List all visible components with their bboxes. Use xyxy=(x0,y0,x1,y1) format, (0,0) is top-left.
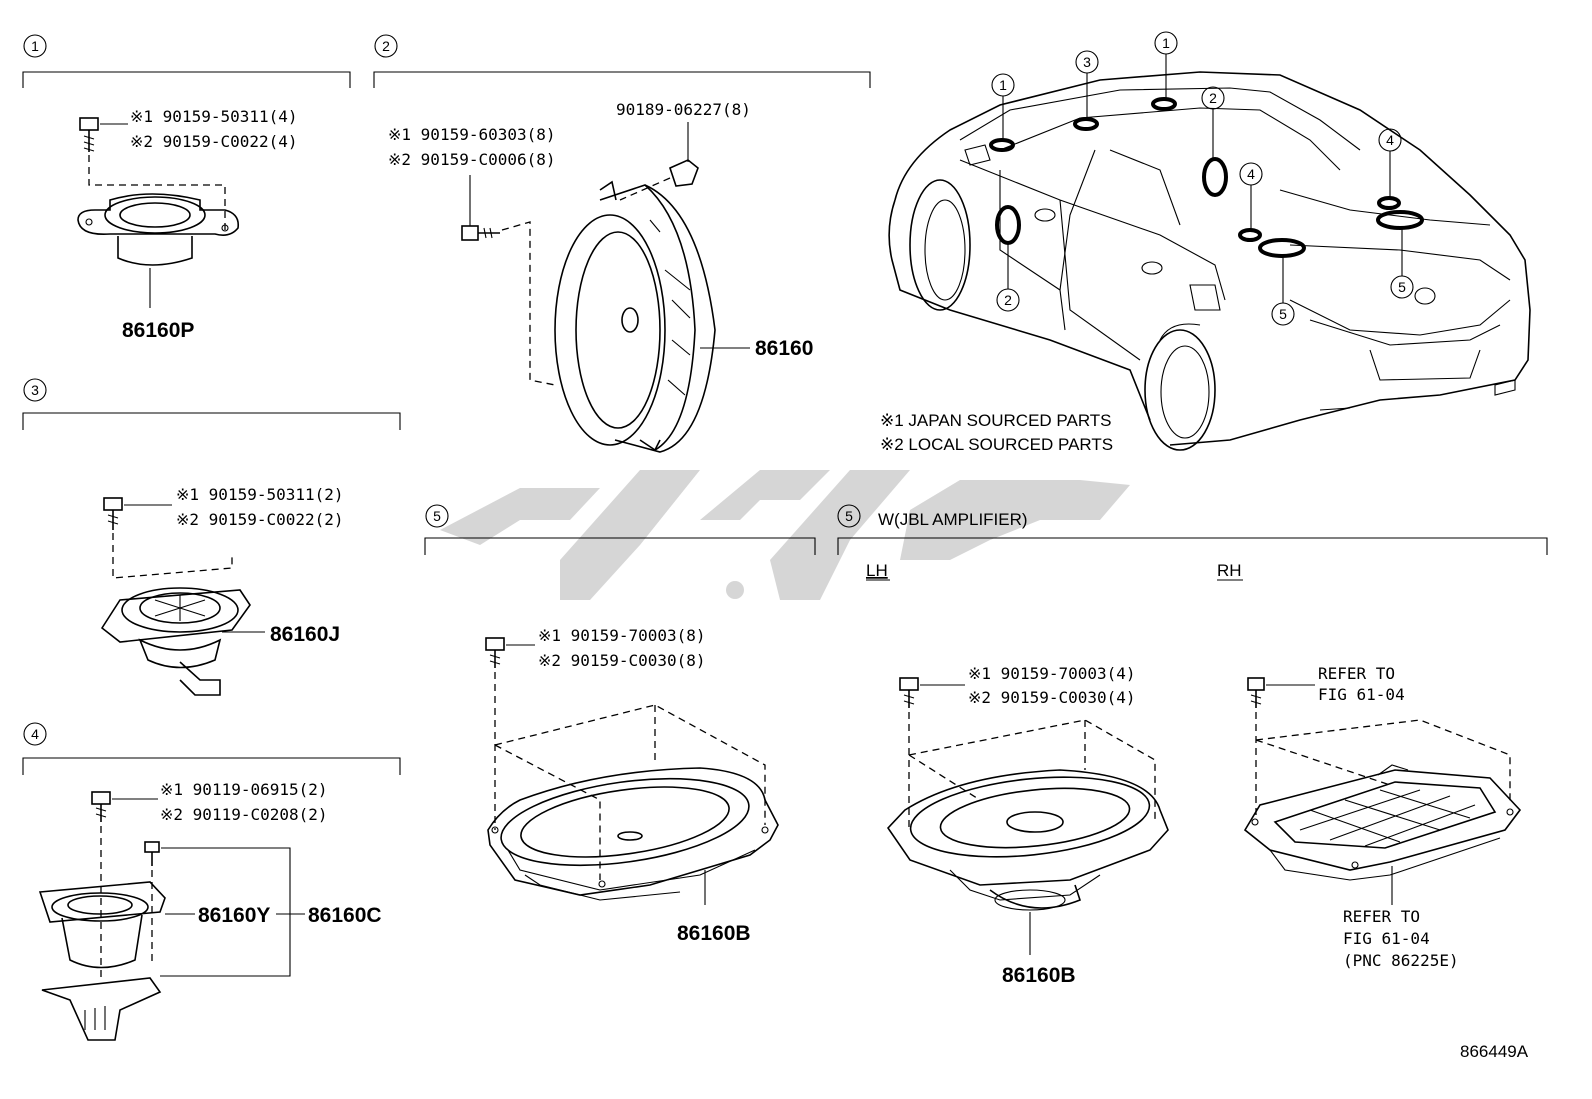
bolt-part-number-1: ※1 90159-70003(4) xyxy=(968,664,1136,683)
car-callout: 1 xyxy=(999,77,1007,93)
part-number-86160B: 86160B xyxy=(1002,964,1076,987)
speaker-position-center xyxy=(1073,117,1099,131)
section-5-number: 5 xyxy=(433,508,441,524)
section-1-bracket xyxy=(22,71,351,88)
part-number-86160: 86160 xyxy=(755,337,813,360)
speaker-position-rear-lh xyxy=(1258,238,1306,258)
part-number-86160J: 86160J xyxy=(270,623,340,646)
section-5-jbl-bracket xyxy=(837,537,1548,555)
note-local-sourced: ※2 LOCAL SOURCED PARTS xyxy=(880,435,1113,454)
section-3-callout xyxy=(23,378,47,402)
section-3: 3 ※1 90159-50311(2) ※2 90159-C0022(2) 86… xyxy=(22,378,401,696)
bolt-icon xyxy=(103,497,123,530)
car-callout: 4 xyxy=(1247,166,1255,182)
section-5-bracket xyxy=(424,537,816,555)
section-5-jbl-number: 5 xyxy=(845,508,853,524)
speaker-position-tweeter-rh xyxy=(1151,97,1177,111)
bolt-part-number-1: ※1 90159-50311(4) xyxy=(130,107,298,126)
bolt-icon xyxy=(144,841,160,866)
section-2-callout xyxy=(374,34,398,58)
section-2-bracket xyxy=(373,71,871,88)
speaker-position-rear-rh xyxy=(1376,210,1424,230)
bolt-part-number-2: ※2 90159-C0030(8) xyxy=(538,651,706,670)
car-callout: 3 xyxy=(1083,54,1091,70)
refer-fig-label: FIG 61-04 xyxy=(1343,929,1430,948)
rear-speaker-icon xyxy=(487,767,779,901)
part-number-86160P: 86160P xyxy=(122,319,194,342)
clip-part-number: 90189-06227(8) xyxy=(616,100,751,119)
speaker-position-door-rh xyxy=(1202,157,1228,197)
car-callout: 5 xyxy=(1279,306,1287,322)
bolt-icon xyxy=(461,225,500,241)
car-illustration: 1 3 1 2 4 4 2 5 5 xyxy=(888,31,1531,451)
section-4-number: 4 xyxy=(31,726,39,742)
jbl-rh-subwoofer-bracket-icon xyxy=(1243,764,1522,881)
refer-to-label: REFER TO xyxy=(1343,907,1420,926)
section-4: 4 ※1 90119-06915(2) ※2 90119-C0208(2) 86… xyxy=(22,722,401,1041)
speaker-position-rear-tweeter-rh xyxy=(1377,196,1401,210)
section-1-number: 1 xyxy=(31,38,39,54)
refer-pnc-label: (PNC 86225E) xyxy=(1343,951,1459,970)
section-1-callout xyxy=(23,34,47,58)
car-callout: 1 xyxy=(1162,35,1170,51)
bolt-icon xyxy=(485,637,505,668)
tweeter-speaker-icon xyxy=(77,193,240,266)
bolt-part-number-2: ※2 90119-C0208(2) xyxy=(160,805,328,824)
tweeter-speaker-icon xyxy=(100,587,251,696)
note-japan-sourced: ※1 JAPAN SOURCED PARTS xyxy=(880,411,1112,430)
bolt-part-number-1: ※1 90159-50311(2) xyxy=(176,485,344,504)
car-callout: 2 xyxy=(1209,90,1217,106)
section-2-number: 2 xyxy=(382,38,390,54)
speaker-position-tweeter-front xyxy=(989,138,1015,152)
figure-id: 866449A xyxy=(1460,1042,1529,1061)
bolt-part-number-1: ※1 90119-06915(2) xyxy=(160,780,328,799)
section-2: 2 ※1 90159-60303(8) ※2 90159-C0006(8) 90… xyxy=(373,34,871,453)
bolt-part-number-2: ※2 90159-C0006(8) xyxy=(388,150,556,169)
car-callout: 4 xyxy=(1386,132,1394,148)
part-number-86160C: 86160C xyxy=(308,904,382,927)
bolt-icon xyxy=(91,791,111,822)
section-1: 1 ※1 90159-50311(4) ※2 90159-C0022(4) 86… xyxy=(22,34,351,342)
bolt-part-number-2: ※2 90159-C0022(2) xyxy=(176,510,344,529)
tweeter-speaker-icon xyxy=(38,881,166,1041)
section-3-bracket xyxy=(22,412,401,430)
bolt-part-number-1: ※1 90159-70003(8) xyxy=(538,626,706,645)
part-number-86160B: 86160B xyxy=(677,922,751,945)
part-number-86160Y: 86160Y xyxy=(198,904,270,927)
jbl-lh-speaker-icon xyxy=(886,769,1169,911)
bolt-part-number-2: ※2 90159-C0030(4) xyxy=(968,688,1136,707)
bolt-icon xyxy=(899,677,919,708)
bolt-part-number-1: ※1 90159-60303(8) xyxy=(388,125,556,144)
lh-label: LH xyxy=(866,561,888,580)
bolt-icon xyxy=(79,117,99,152)
watermark-logo xyxy=(440,470,1130,600)
clip-icon xyxy=(669,159,699,187)
section-4-callout xyxy=(23,722,47,746)
section-4-bracket xyxy=(22,757,401,775)
bolt-part-number-2: ※2 90159-C0022(4) xyxy=(130,132,298,151)
rh-label: RH xyxy=(1217,561,1242,580)
section-5-jbl-title: W(JBL AMPLIFIER) xyxy=(878,510,1028,529)
car-callout: 5 xyxy=(1398,279,1406,295)
section-5-jbl: 5 W(JBL AMPLIFIER) LH RH ※1 90159-70003(… xyxy=(837,504,1548,987)
section-3-number: 3 xyxy=(31,382,39,398)
section-5-standard: 5 ※1 90159-70003(8) ※2 90159-C0030(8) 86… xyxy=(424,504,816,945)
refer-fig-label: FIG 61-04 xyxy=(1318,685,1405,704)
bolt-icon xyxy=(1247,677,1265,708)
section-5-jbl-callout xyxy=(837,504,861,528)
section-5-callout xyxy=(425,504,449,528)
door-speaker-icon xyxy=(554,180,716,453)
speaker-position-rear-tweeter-lh xyxy=(1238,228,1262,242)
refer-to-label: REFER TO xyxy=(1318,664,1395,683)
car-callout: 2 xyxy=(1004,292,1012,308)
